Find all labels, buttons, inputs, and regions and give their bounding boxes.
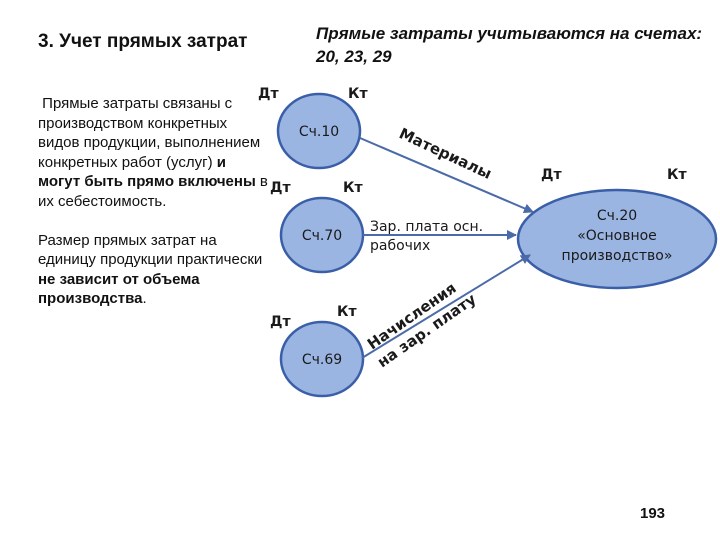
paragraph-1-part-a: Прямые затраты связаны с производством к… bbox=[38, 95, 261, 171]
account-69-label: Сч.69 bbox=[302, 352, 342, 368]
paragraph-1-bold: и могут быть прямо включены bbox=[38, 153, 256, 191]
slide-subtitle: Прямые затраты учитываются на счетах: 20… bbox=[316, 24, 703, 66]
paragraph-cost-size: Размер прямых затрат на единицу продукци… bbox=[38, 231, 268, 309]
page-number: 193 bbox=[640, 505, 666, 522]
account-20-label-line3: производство» bbox=[562, 248, 673, 264]
accruals-arrow bbox=[361, 254, 531, 359]
description-text: Прямые затраты связаны с производством к… bbox=[38, 94, 268, 309]
paragraph-2-part-a: Размер прямых затрат на единицу продукци… bbox=[38, 231, 263, 269]
account-20-label-line1: Сч.20 bbox=[597, 208, 637, 224]
slide-title: 3. Учет прямых затрат bbox=[38, 31, 248, 52]
account-10-node bbox=[276, 92, 362, 170]
account-20-debit: Дт bbox=[541, 167, 562, 183]
account-70-credit: Кт bbox=[343, 180, 363, 196]
paragraph-2-part-c: . bbox=[142, 290, 147, 307]
account-70-label: Сч.70 bbox=[302, 228, 342, 244]
account-20-credit: Кт bbox=[667, 167, 687, 183]
account-70-debit: Дт bbox=[270, 180, 291, 196]
account-69-debit: Дт bbox=[270, 314, 291, 330]
paragraph-1-part-c: в их себестоимость. bbox=[38, 173, 268, 210]
account-10-label: Сч.10 bbox=[299, 124, 339, 140]
account-20-node bbox=[516, 188, 718, 290]
account-69-credit: Кт bbox=[337, 304, 357, 320]
paragraph-direct-costs: Прямые затраты связаны с производством к… bbox=[38, 94, 268, 211]
account-69-node bbox=[279, 320, 365, 398]
wages-flow-label-line1: Зар. плата осн. bbox=[370, 219, 483, 235]
paragraph-2-bold: не зависит от объема производства bbox=[38, 270, 200, 308]
wages-flow-label-line2: рабочих bbox=[370, 238, 430, 254]
account-10-debit: Дт bbox=[258, 86, 279, 102]
account-20-label-line2: «Основное bbox=[577, 228, 657, 244]
account-10-credit: Кт bbox=[348, 86, 368, 102]
materials-arrow bbox=[359, 137, 534, 214]
